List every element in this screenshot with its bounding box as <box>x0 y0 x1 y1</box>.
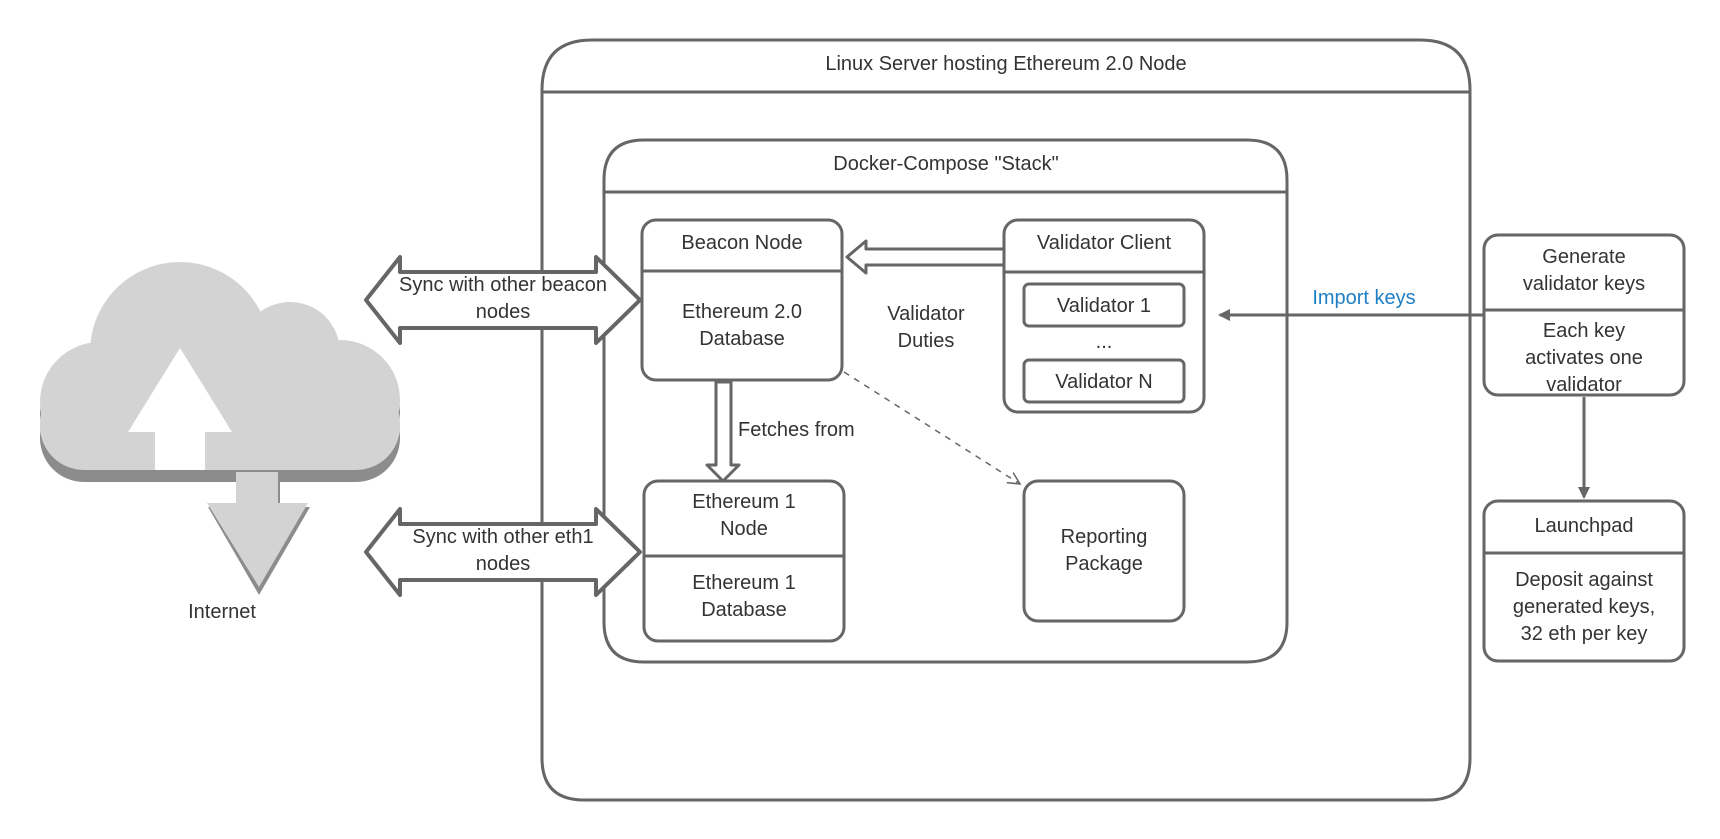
sync-beacon-arrow <box>364 255 642 345</box>
import-keys-label: Import keys <box>1312 287 1415 309</box>
generate-keys-body-line1: Each key <box>1543 320 1625 342</box>
beacon-node-db-line2: Database <box>699 328 785 350</box>
generate-keys-title-line2: validator keys <box>1523 273 1645 295</box>
launchpad-box <box>1482 499 1686 663</box>
server-title: Linux Server hosting Ethereum 2.0 Node <box>825 53 1186 75</box>
beacon-node-db-line1: Ethereum 2.0 <box>682 301 802 323</box>
generate-keys-body-line2: activates one <box>1525 347 1643 369</box>
internet-label: Internet <box>188 601 256 623</box>
generate-keys-body-line3: validator <box>1546 374 1622 396</box>
sync-beacon-label-line1: Sync with other beacon <box>399 274 607 296</box>
validator-duties-label-line2: Duties <box>898 330 955 352</box>
launchpad-body-line1: Deposit against <box>1515 569 1653 591</box>
validator-n-label: Validator N <box>1055 371 1152 393</box>
validator-duties-label-line1: Validator <box>887 303 965 325</box>
eth1-node-title-line2: Node <box>720 518 768 540</box>
validator-1-box <box>1022 282 1186 328</box>
launchpad-body-line3: 32 eth per key <box>1521 623 1648 645</box>
validator-1-label: Validator 1 <box>1057 295 1151 317</box>
reporting-package-line1: Reporting <box>1061 526 1148 548</box>
eth1-node-box <box>642 479 846 643</box>
fetches-from-arrow <box>705 380 741 483</box>
validator-client-title: Validator Client <box>1037 232 1172 254</box>
launchpad-title: Launchpad <box>1535 515 1634 537</box>
stack-title: Docker-Compose "Stack" <box>833 153 1058 175</box>
eth1-node-db-line1: Ethereum 1 <box>692 572 795 594</box>
sync-eth1-arrow <box>364 507 642 597</box>
validator-n-box <box>1022 358 1186 404</box>
sync-eth1-label-line2: nodes <box>476 553 531 575</box>
generate-keys-title-line1: Generate <box>1542 246 1625 268</box>
beacon-node-box <box>640 218 844 382</box>
reporting-dashed-arrow <box>843 371 1020 484</box>
reporting-package-line2: Package <box>1065 553 1143 575</box>
beacon-node-title: Beacon Node <box>681 232 802 254</box>
sync-eth1-label-line1: Sync with other eth1 <box>412 526 593 548</box>
generate-keys-box <box>1482 233 1686 397</box>
reporting-package-box <box>1022 479 1186 623</box>
launchpad-body-line2: generated keys, <box>1513 596 1655 618</box>
internet-cloud-icon <box>40 262 400 595</box>
validator-duties-arrow <box>845 239 1006 275</box>
fetches-from-label: Fetches from <box>738 419 855 441</box>
validator-ellipsis: ... <box>1096 331 1113 353</box>
eth1-node-db-line2: Database <box>701 599 787 621</box>
eth1-node-title-line1: Ethereum 1 <box>692 491 795 513</box>
sync-beacon-label-line2: nodes <box>476 301 531 323</box>
